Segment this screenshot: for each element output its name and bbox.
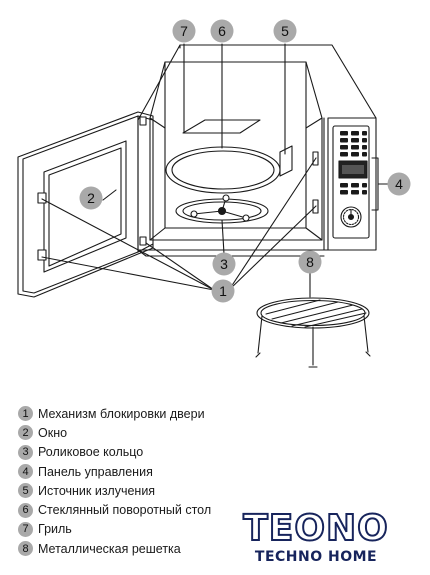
legend-item: 8 Металлическая решетка	[18, 539, 211, 558]
svg-text:5: 5	[281, 23, 289, 39]
callouts: 7 6 5 4 2 3 8 1	[79, 19, 411, 303]
legend-item: 5 Источник излучения	[18, 481, 211, 500]
legend-text: Окно	[38, 425, 68, 440]
legend-item: 3 Роликовое кольцо	[18, 443, 211, 462]
svg-text:4: 4	[395, 176, 403, 192]
control-knob	[340, 206, 362, 228]
callout-4: 4	[387, 172, 411, 196]
svg-text:6: 6	[218, 23, 226, 39]
legend-number: 6	[18, 502, 33, 518]
legend-number: 7	[18, 521, 33, 537]
legend-text: Механизм блокировки двери	[38, 406, 205, 421]
legend-item: 4 Панель управления	[18, 462, 211, 481]
oven-body	[137, 44, 377, 257]
svg-text:8: 8	[306, 254, 314, 270]
door-window	[43, 140, 127, 273]
control-panel	[332, 125, 370, 239]
legend-text: Роликовое кольцо	[38, 445, 144, 460]
legend-item: 7 Гриль	[18, 520, 211, 539]
leader-lines	[41, 43, 403, 298]
legend-number: 1	[18, 406, 33, 422]
roller-ring	[175, 194, 269, 224]
legend-number: 3	[18, 444, 33, 460]
oven-cavity	[149, 61, 323, 241]
svg-text:3: 3	[220, 256, 228, 272]
legend-number: 2	[18, 425, 33, 441]
legend-list: 1 Механизм блокировки двери 2 Окно 3 Рол…	[18, 404, 211, 558]
control-panel-bracket	[371, 157, 389, 211]
waveguide-cover	[279, 145, 293, 177]
callout-3: 3	[212, 252, 236, 276]
legend-item: 6 Стеклянный поворотный стол	[18, 500, 211, 519]
callout-2: 2	[79, 186, 103, 210]
callout-5: 5	[273, 19, 297, 43]
legend-text: Источник излучения	[38, 483, 156, 498]
microwave-diagram: 7 6 5 4 2 3 8 1	[17, 19, 411, 368]
legend-number: 5	[18, 483, 33, 499]
logo-tagline: TECHNO HOME	[254, 549, 378, 565]
brand-logo: TEONO TECHNO HOME	[232, 508, 400, 566]
logo-wordmark: TEONO	[242, 508, 389, 549]
legend-number: 8	[18, 541, 33, 557]
callout-8: 8	[298, 250, 322, 274]
legend-item: 1 Механизм блокировки двери	[18, 404, 211, 423]
callout-6: 6	[210, 19, 234, 43]
legend-text: Стеклянный поворотный стол	[38, 503, 212, 518]
callout-7: 7	[172, 19, 196, 43]
legend-text: Гриль	[38, 522, 72, 537]
svg-text:1: 1	[219, 283, 227, 299]
grill-element	[182, 119, 261, 134]
svg-text:2: 2	[87, 190, 95, 206]
legend-number: 4	[18, 464, 33, 480]
metal-rack	[255, 297, 371, 368]
callout-1: 1	[211, 279, 235, 303]
door	[17, 111, 154, 298]
door-lock-slots	[312, 151, 319, 214]
svg-text:7: 7	[180, 23, 188, 39]
legend-text: Панель управления	[38, 464, 153, 479]
glass-turntable	[165, 146, 281, 194]
legend-text: Металлическая решетка	[38, 541, 181, 556]
legend-item: 2 Окно	[18, 423, 211, 442]
